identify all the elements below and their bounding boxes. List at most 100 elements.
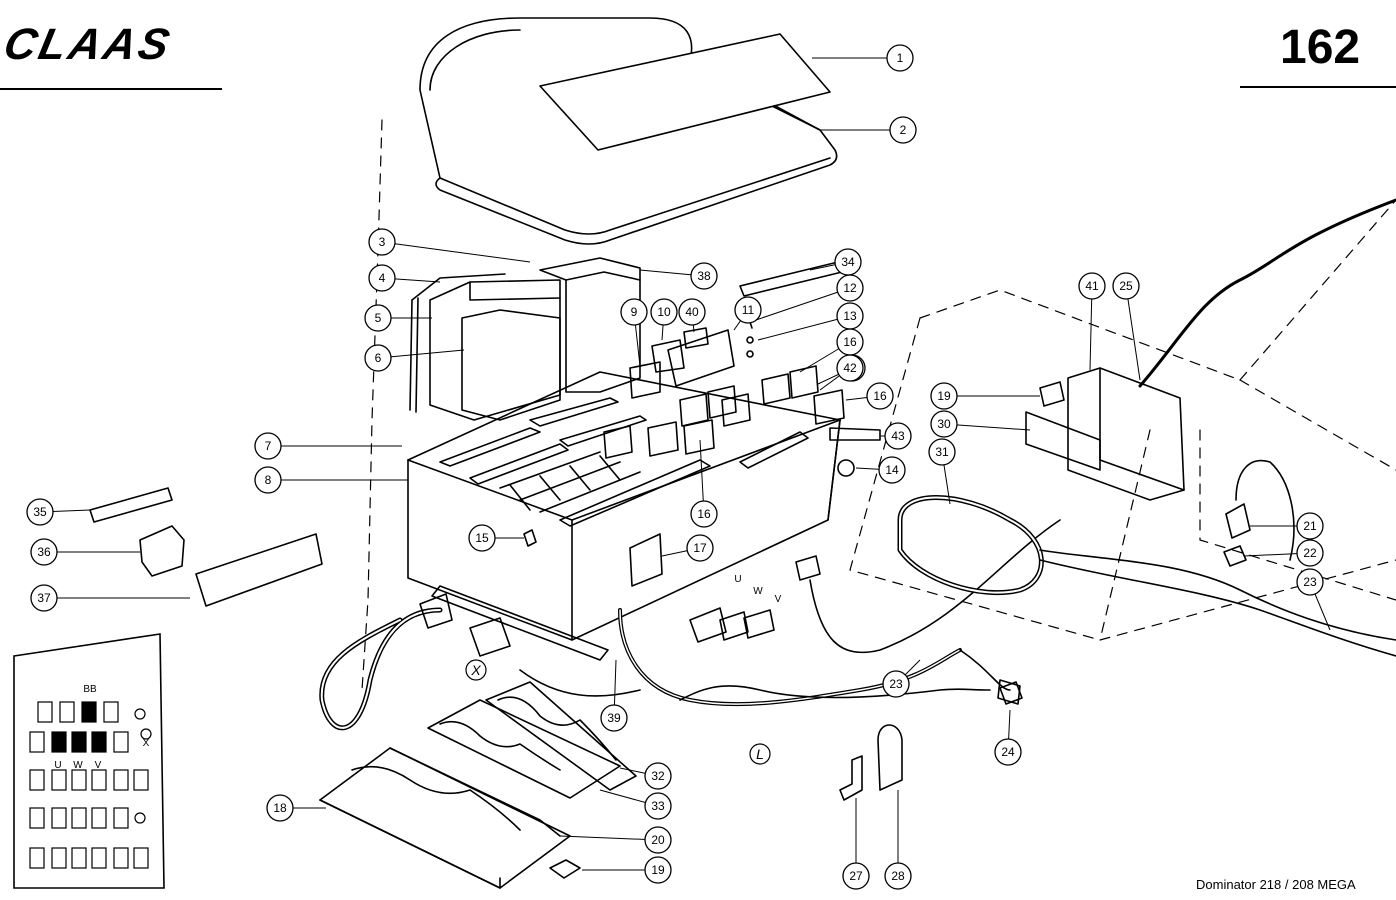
callout-14: 14	[855, 456, 906, 484]
callout-7: 7	[254, 432, 402, 460]
callout-circle	[620, 298, 648, 326]
header-rule-right	[1240, 86, 1396, 88]
callout-number: 24	[1001, 745, 1015, 759]
callout-number: 16	[697, 507, 711, 521]
fuse-slot	[29, 769, 45, 791]
callout-2: 2	[820, 116, 917, 144]
callout-33: 33	[599, 789, 672, 820]
callout-number: 8	[265, 473, 272, 487]
connector-x-label: X	[470, 662, 481, 678]
callout-number: 1	[897, 51, 904, 65]
callout-number: 19	[937, 389, 951, 403]
callout-16: 16	[799, 328, 864, 373]
callout-number: 6	[375, 351, 382, 365]
callout-number: 12	[843, 281, 857, 295]
callout-number: 33	[651, 799, 665, 813]
callout-19: 19	[930, 382, 1040, 410]
panel-label-u: U	[54, 760, 61, 771]
callout-circle	[878, 456, 906, 484]
callout-number: 19	[651, 863, 665, 877]
callout-circle	[1078, 272, 1106, 300]
callout-34: 34	[809, 248, 862, 276]
callout-number: 28	[891, 869, 905, 883]
relay-36	[139, 525, 185, 577]
fuse-slot	[113, 847, 129, 869]
callout-circle	[686, 534, 714, 562]
callout-circle	[368, 228, 396, 256]
plug-24	[999, 681, 1023, 705]
callout-10: 10	[650, 298, 678, 341]
callout-16: 16	[845, 382, 894, 410]
callout-42: 42	[819, 354, 864, 391]
callout-number: 32	[651, 769, 665, 783]
callout-number: 17	[693, 541, 707, 555]
fuse-slot	[51, 847, 67, 869]
callout-23: 23	[882, 659, 921, 698]
callout-5: 5	[364, 304, 432, 332]
panel-hole	[134, 812, 146, 824]
relay-block	[409, 257, 641, 421]
fuse-slot	[71, 807, 87, 829]
fuse-slot	[71, 731, 87, 753]
central-electrics-box	[407, 327, 881, 641]
callout-number: 18	[273, 801, 287, 815]
callout-leader	[1089, 285, 1093, 371]
panel-label-w: W	[73, 760, 83, 771]
panel-hole	[140, 728, 152, 740]
callout-number: 9	[631, 305, 638, 319]
fuse-slot	[133, 847, 149, 869]
callout-number: 21	[1303, 519, 1317, 533]
callout-39: 39	[600, 659, 628, 732]
callout-number: 7	[265, 439, 272, 453]
callout-number: 16	[843, 335, 857, 349]
callout-circle	[650, 298, 678, 326]
callout-11: 11	[733, 296, 762, 331]
callout-circle	[600, 704, 628, 732]
fuse-bar-37	[195, 533, 323, 607]
callout-circle	[866, 382, 894, 410]
callout-number: 40	[685, 305, 699, 319]
callout-number: 16	[873, 389, 887, 403]
callout-circle	[30, 584, 58, 612]
panel-label-v: V	[95, 760, 102, 771]
callout-15: 15	[468, 524, 524, 552]
callout-43: 43	[880, 422, 912, 450]
washer-13	[746, 336, 754, 344]
callout-circle	[930, 410, 958, 438]
small-clip	[549, 859, 581, 879]
fuse-slot	[71, 769, 87, 791]
callout-24: 24	[994, 709, 1022, 766]
plug-letter-v: V	[775, 594, 782, 605]
clip-15	[523, 529, 537, 547]
callout-leader	[943, 423, 1031, 431]
callout-28: 28	[884, 790, 912, 890]
cover-part	[419, 17, 838, 245]
fuse-slot	[71, 847, 87, 869]
fuse-slot	[29, 731, 45, 753]
callout-circle	[30, 538, 58, 566]
callout-37: 37	[30, 584, 190, 612]
callout-circle	[254, 466, 282, 494]
bracket-17	[629, 533, 663, 587]
callout-circle	[690, 262, 718, 290]
key-switch	[1223, 459, 1295, 567]
callout-number: 38	[697, 269, 711, 283]
callout-circle	[884, 422, 912, 450]
callout-number: 20	[651, 833, 665, 847]
callout-40: 40	[678, 298, 706, 333]
cable-harness-main	[618, 519, 1061, 707]
plug-letter-u: U	[734, 574, 741, 585]
callout-number: 2	[900, 123, 907, 137]
callout-number: 27	[849, 869, 863, 883]
callout-4: 4	[368, 264, 441, 292]
callout-number: 23	[1303, 575, 1317, 589]
callout-circle	[834, 248, 862, 276]
callout-leader	[381, 241, 531, 263]
callout-9: 9	[620, 298, 648, 367]
fuse-slot	[59, 701, 75, 723]
connector-l-label: L	[756, 746, 764, 762]
callout-circle	[994, 738, 1022, 766]
fuse-slot	[91, 731, 107, 753]
mounting-brackets	[319, 681, 637, 889]
callout-circle	[1296, 539, 1324, 567]
